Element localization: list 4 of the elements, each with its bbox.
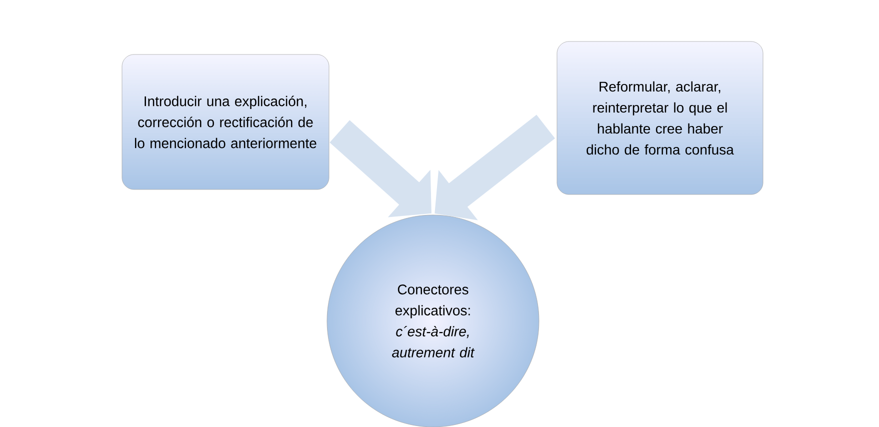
rounded-box: Introducir una explicación, corrección o rectificación de lo mencionado anteriormente [122, 54, 330, 190]
rounded-box: Reformular, aclarar, reinterpretar lo que el hablante cree haber dicho de forma confusa [556, 41, 764, 195]
circle-node: Conectores explicativos: c´est-à-dire, autrement dit [326, 214, 540, 427]
block-arrow [434, 114, 555, 220]
